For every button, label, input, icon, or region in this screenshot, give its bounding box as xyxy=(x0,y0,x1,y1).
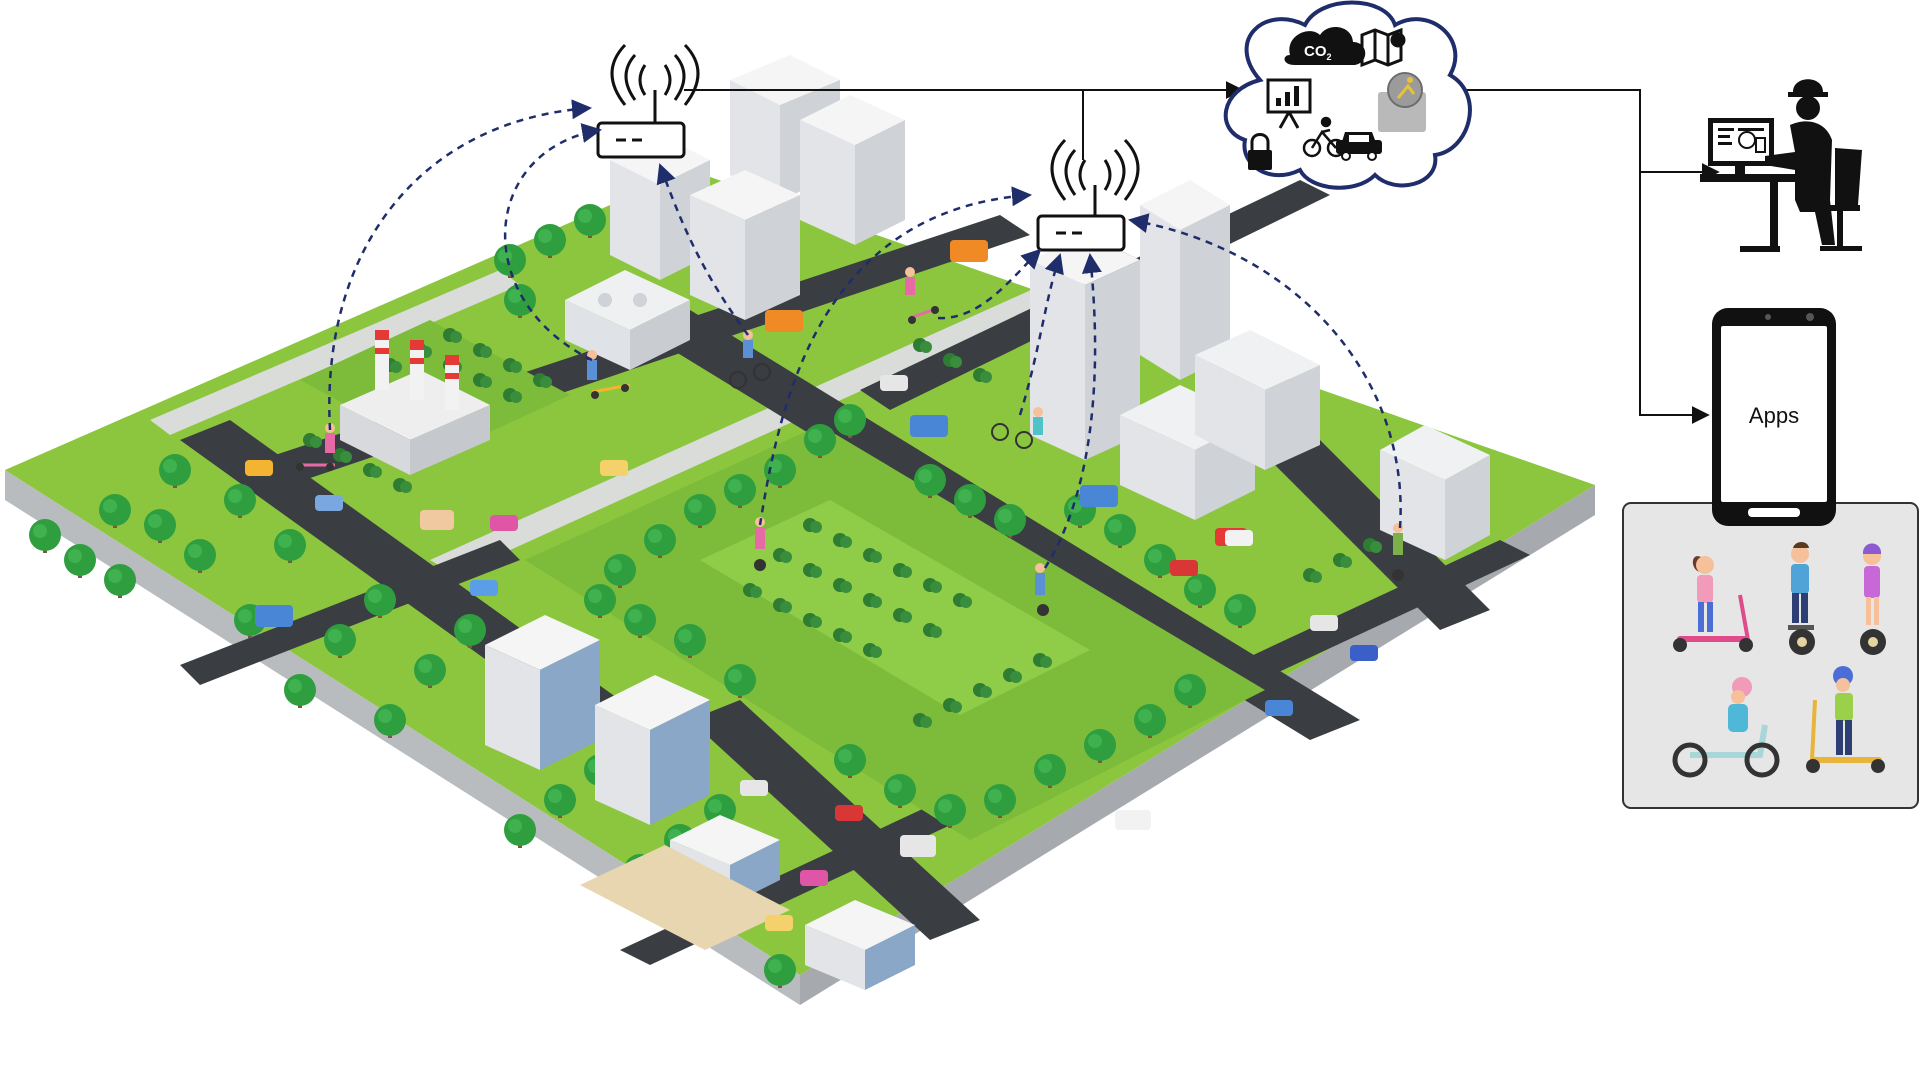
link-segway-park-to-right-router xyxy=(758,186,1032,526)
road-south-diagonal xyxy=(690,700,980,940)
city-base-left-side xyxy=(5,470,800,1005)
link-segway-east-to-right-router xyxy=(1128,213,1402,529)
link-bicycle-right-to-right-router xyxy=(1018,253,1064,416)
wifi-signal-icon xyxy=(1050,138,1140,201)
rider-bicycle-right xyxy=(991,407,1043,449)
mode-bicycle-scooter-girl xyxy=(1672,677,1780,778)
bicycle-icon xyxy=(1302,116,1346,158)
router-left xyxy=(596,43,700,159)
map-pin-icon xyxy=(1360,27,1406,68)
mode-kick-scooter-boy xyxy=(1806,666,1885,773)
rider-scooter-top xyxy=(905,267,939,324)
buildings xyxy=(485,55,1490,990)
park-inner-lawn xyxy=(700,500,1090,715)
mobility-apps-panel: Apps xyxy=(1622,308,1919,809)
rider-scooter-yellow xyxy=(587,350,631,399)
link-scooter-top-to-right-router xyxy=(937,248,1042,320)
road-far-east xyxy=(1250,420,1490,630)
mode-segway-man xyxy=(1788,542,1815,655)
cars xyxy=(245,240,1378,931)
operator-workstation-icon xyxy=(1700,79,1862,252)
cloud-services: CO2 xyxy=(1223,0,1472,190)
line-to-phone xyxy=(1639,172,1710,424)
chart-board-icon xyxy=(1266,78,1312,129)
link-scooter-to-left-router xyxy=(328,99,592,431)
link-segway-center-to-right-router xyxy=(1043,253,1102,569)
router-right xyxy=(1036,138,1140,252)
sidewalk-band-a xyxy=(150,270,520,435)
phone-apps-label: Apps xyxy=(1749,403,1799,428)
fall-alert-icon xyxy=(1378,72,1426,132)
factory-building xyxy=(340,330,490,475)
line-cloud-out xyxy=(1455,89,1641,172)
mode-kick-scooter-woman xyxy=(1673,556,1753,652)
network-lines xyxy=(684,81,1720,424)
wireless-links xyxy=(328,99,1402,569)
smartphone: Apps xyxy=(1712,308,1836,526)
wifi-signal-icon xyxy=(610,43,700,106)
city-map xyxy=(5,55,1595,1005)
co2-label: CO2 xyxy=(1304,43,1332,62)
co2-cloud-icon: CO2 xyxy=(1284,26,1366,65)
car-icon xyxy=(1336,132,1382,161)
link-bicycle-to-left-router xyxy=(656,163,750,336)
mode-segway-woman xyxy=(1860,543,1886,655)
road-west-corner xyxy=(180,540,520,685)
rider-segway-center xyxy=(1035,563,1049,616)
lock-icon xyxy=(1248,133,1272,170)
